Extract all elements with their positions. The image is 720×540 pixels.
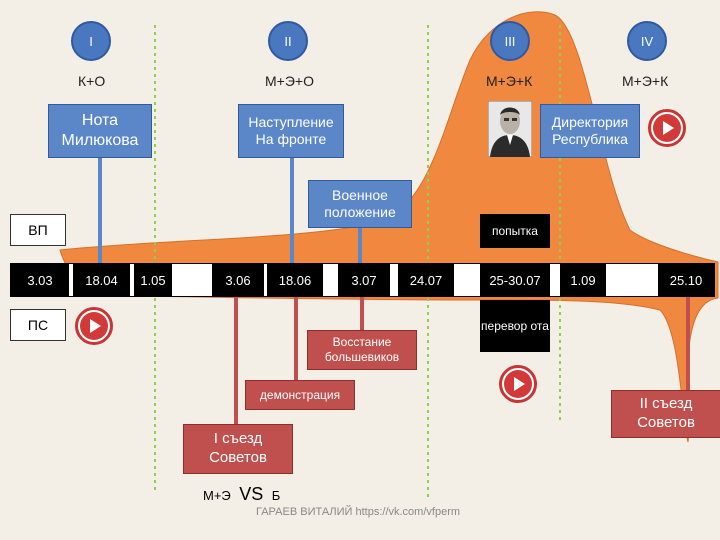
phase-dividers <box>154 25 561 500</box>
party-composition-1: К+О <box>78 73 106 89</box>
phase-circle-2: II <box>268 21 308 61</box>
date-cell: 1.09 <box>560 263 606 297</box>
play-icon <box>653 114 681 142</box>
phase-circle-1: I <box>71 21 111 61</box>
date-cell: 3.06 <box>212 263 264 297</box>
phase-label: III <box>504 33 516 49</box>
date-cell: 18.06 <box>267 263 323 297</box>
versus-vs: VS <box>239 484 264 504</box>
date-cell: 3.07 <box>338 263 390 297</box>
ps-label: ПС <box>10 309 66 341</box>
party-composition-2: М+Э+О <box>265 73 314 89</box>
red-connectors <box>234 296 690 424</box>
date-cell: 24.07 <box>398 263 454 297</box>
vosstanie-box: Восстание большевиков <box>307 330 417 370</box>
date-cell: 3.03 <box>11 263 69 297</box>
versus-right: Б <box>271 488 281 503</box>
syezd-2-box: II съезд Советов <box>611 390 720 438</box>
play-button-perevorot[interactable] <box>499 365 537 403</box>
play-button-directoria[interactable] <box>648 109 686 147</box>
phase-label: I <box>89 33 93 49</box>
nota-milyukova-box: Нота Милюкова <box>48 104 152 158</box>
party-composition-3: М+Э+К <box>486 73 533 89</box>
play-icon <box>504 370 532 398</box>
phase-circle-3: III <box>490 21 530 61</box>
blue-connectors <box>98 158 362 264</box>
phase-label: IV <box>640 33 654 49</box>
party-composition-4: М+Э+К <box>622 73 669 89</box>
play-icon <box>80 312 108 340</box>
vp-label: ВП <box>10 214 66 246</box>
voennoe-polozhenie-box: Военное положение <box>308 180 412 228</box>
play-button-ps[interactable] <box>75 307 113 345</box>
demonstratsia-box: демонстрация <box>245 380 355 410</box>
date-cell: 25.10 <box>658 263 714 297</box>
date-cell: 18.04 <box>73 263 130 297</box>
portrait-icon <box>488 101 532 157</box>
date-cell: 25-30.07 <box>480 263 550 297</box>
versus-left: М+Э <box>203 488 231 503</box>
phase-circle-4: IV <box>627 21 667 61</box>
footer-credit: ГАРАЕВ ВИТАЛИЙ https://vk.com/vfperm <box>256 506 461 518</box>
phase-label: II <box>284 33 292 49</box>
versus-line: М+Э VS Б <box>203 484 280 505</box>
perevorot-label: перевор ота <box>480 300 550 352</box>
popytka-label: попытка <box>480 214 550 248</box>
date-cell: 1.05 <box>134 263 172 297</box>
directoria-box: Директория Республика <box>540 104 640 158</box>
nastuplenie-box: Наступление На фронте <box>238 104 344 158</box>
syezd-1-box: I съезд Советов <box>183 424 293 474</box>
